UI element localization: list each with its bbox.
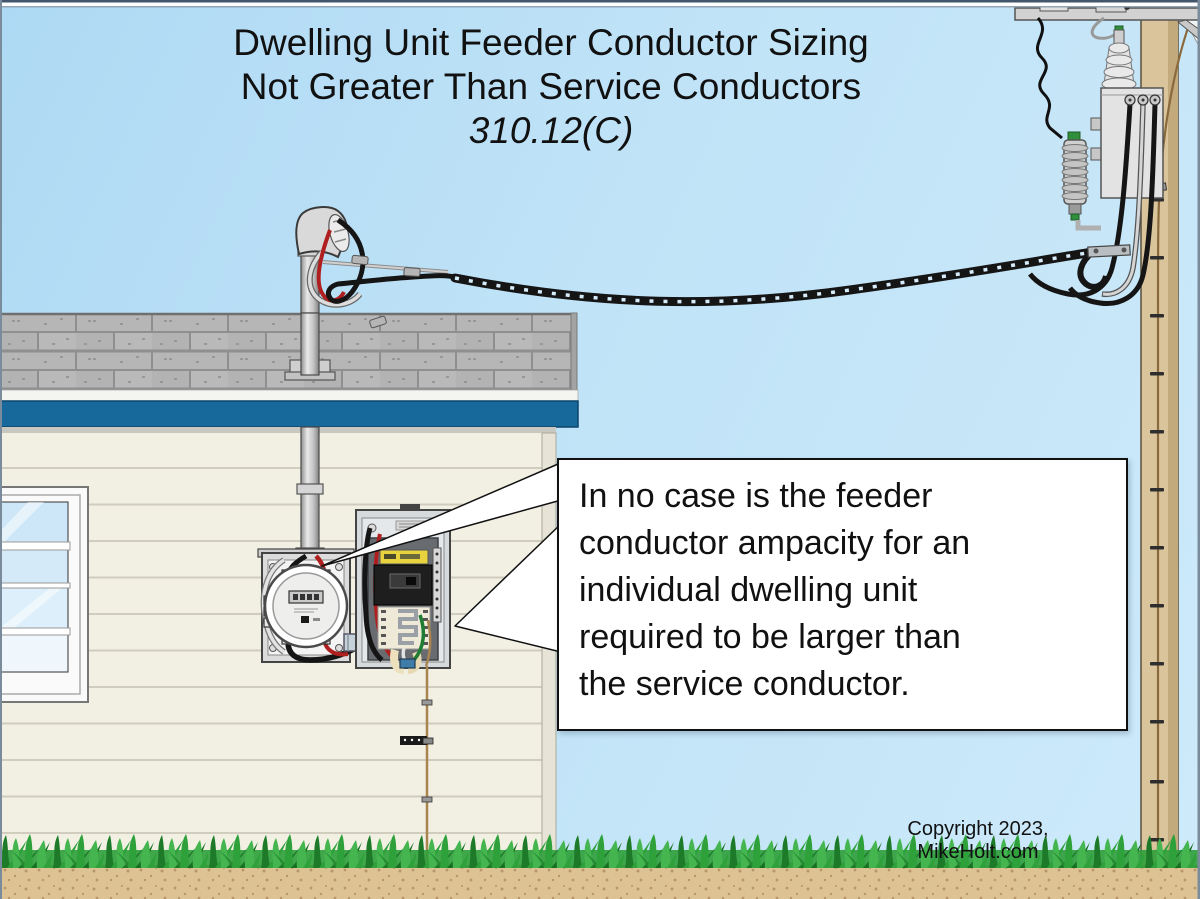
primary-tap-wire <box>1035 17 1063 140</box>
mast-coupling <box>296 483 324 495</box>
main-breaker <box>373 564 433 606</box>
electric-meter <box>263 563 349 649</box>
transformer-bushing <box>1101 25 1137 91</box>
drip-loop-wires <box>306 217 459 329</box>
eave <box>0 389 579 402</box>
ground <box>0 832 1200 899</box>
slide-title: Dwelling Unit Feeder Conductor Sizing No… <box>51 21 1051 153</box>
code-reference: 310.12(C) <box>468 110 634 151</box>
callout-text: In no case is the feeder conductor ampac… <box>559 460 1126 708</box>
callout-leaders <box>321 460 566 654</box>
grass <box>0 832 1200 868</box>
meter-socket <box>257 547 367 663</box>
busbar <box>398 609 418 645</box>
lightning-arrester <box>1061 131 1101 231</box>
service-drop-clamp <box>1087 244 1131 258</box>
callout-line: individual dwelling unit <box>579 571 918 609</box>
title-line-1: Dwelling Unit Feeder Conductor Sizing <box>233 22 869 63</box>
grounding-electrode-conductor <box>400 666 434 862</box>
title-line-2: Not Greater Than Service Conductors <box>240 66 862 107</box>
pole-steps <box>1150 140 1164 842</box>
callout-line: conductor ampacity for an <box>579 524 971 562</box>
copyright-notice: Copyright 2023, MikeHolt.com <box>907 818 1049 863</box>
callout-line: the service conductor. <box>579 665 910 703</box>
service-mast <box>284 206 350 558</box>
callout-line: In no case is the feeder <box>579 477 933 515</box>
fascia <box>0 400 579 428</box>
window <box>0 486 89 703</box>
gec-label <box>400 736 427 745</box>
callout-line: required to be larger than <box>579 618 961 656</box>
cable-clamp <box>399 658 416 669</box>
service-drop-cable <box>450 244 1131 307</box>
transformer <box>1028 25 1164 307</box>
transformer-terminals <box>1124 94 1161 106</box>
callout-box: In no case is the feeder conductor ampac… <box>557 458 1128 731</box>
